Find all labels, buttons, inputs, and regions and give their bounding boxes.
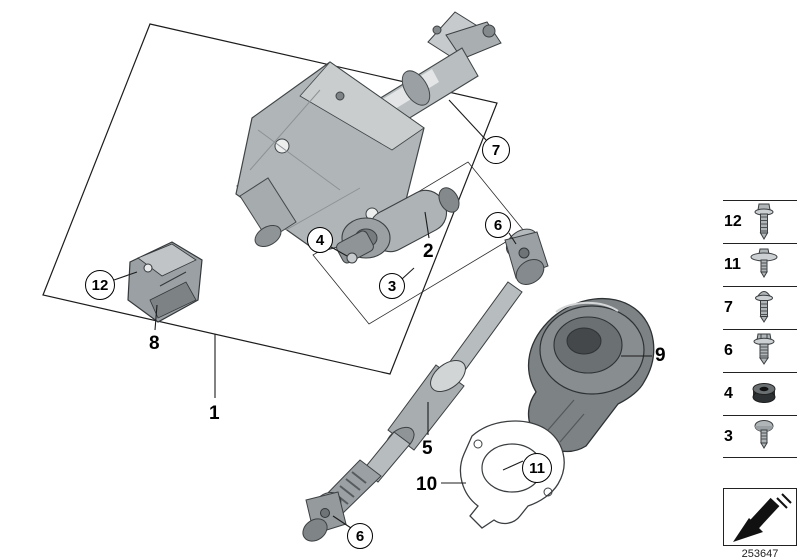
legend-label-12: 12 xyxy=(724,213,742,230)
callout-6-upper-label: 6 xyxy=(493,216,503,234)
hex-flange-bolt-icon xyxy=(753,333,775,365)
callout-3-label: 3 xyxy=(387,277,397,295)
callout-4[interactable]: 4 xyxy=(307,227,333,253)
callout-12-label: 12 xyxy=(91,276,109,294)
screw-with-large-washer-icon xyxy=(750,248,778,278)
rubber-boot xyxy=(527,297,655,453)
pan-head-screw-icon xyxy=(755,291,773,323)
part-1-boundary xyxy=(42,23,498,375)
legend-row-3[interactable]: 3 xyxy=(723,415,797,458)
legend-label-6: 6 xyxy=(724,342,733,359)
callout-9[interactable]: 9 xyxy=(655,345,666,366)
callout-11[interactable]: 11 xyxy=(522,453,552,483)
upper-universal-joint xyxy=(504,228,549,285)
callout-11-label: 11 xyxy=(529,459,545,477)
callout-5[interactable]: 5 xyxy=(422,438,433,459)
sealing-plate xyxy=(459,420,565,529)
rubber-grommet-icon xyxy=(752,383,776,403)
screw-with-washer-icon xyxy=(754,203,774,240)
callout-4-label: 4 xyxy=(315,231,325,249)
callout-7[interactable]: 7 xyxy=(482,136,510,164)
callout-2[interactable]: 2 xyxy=(423,241,434,262)
callout-3[interactable]: 3 xyxy=(379,273,405,299)
callout-6-lower[interactable]: 6 xyxy=(347,523,373,549)
leader-lines xyxy=(113,99,652,529)
legend-label-7: 7 xyxy=(724,299,733,316)
callout-10[interactable]: 10 xyxy=(416,474,438,495)
intermediate-shaft xyxy=(302,228,549,542)
direction-arrow-box xyxy=(723,488,797,546)
legend-row-12[interactable]: 12 xyxy=(723,200,797,243)
adjustment-motor-assembly xyxy=(336,187,460,264)
callout-8[interactable]: 8 xyxy=(149,333,160,354)
legend-row-7[interactable]: 7 xyxy=(723,286,797,329)
steering-column-assembly xyxy=(235,11,502,253)
document-number: 253647 xyxy=(741,548,779,560)
contact-housing-bracket xyxy=(127,241,203,323)
dome-head-screw-icon xyxy=(754,419,774,449)
callout-12[interactable]: 12 xyxy=(85,270,115,300)
legend-row-11[interactable]: 11 xyxy=(723,243,797,286)
installation-direction-arrow-icon xyxy=(733,493,792,542)
callout-6-lower-label: 6 xyxy=(355,527,365,545)
legend-row-6[interactable]: 6 xyxy=(723,329,797,372)
fastener-legend: 12 11 7 xyxy=(723,200,797,458)
lower-universal-joint xyxy=(302,491,347,542)
callout-1[interactable]: 1 xyxy=(209,403,220,424)
callout-6-upper[interactable]: 6 xyxy=(485,212,511,238)
legend-label-11: 11 xyxy=(724,256,741,273)
legend-row-4[interactable]: 4 xyxy=(723,372,797,415)
legend-label-3: 3 xyxy=(724,427,733,445)
callout-7-label: 7 xyxy=(491,141,501,159)
legend-label-4: 4 xyxy=(724,385,733,402)
